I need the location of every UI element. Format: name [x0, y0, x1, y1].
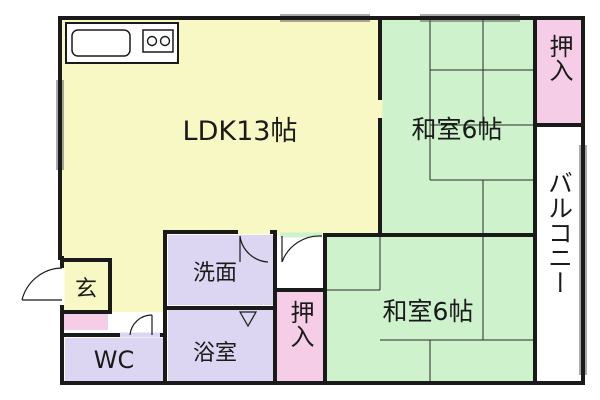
genkan-step: [62, 312, 108, 330]
senmen-area: [168, 235, 273, 305]
walls: [58, 16, 585, 385]
wc-label: WC: [94, 346, 135, 374]
yokushitsu-label: 浴室: [193, 341, 237, 366]
oshiire-lower-label: 押入: [286, 300, 314, 348]
door-swing-icon: [21, 235, 323, 336]
oshiire-lower-area: [275, 290, 325, 383]
yokushitsu-area: [168, 310, 273, 383]
door-openings: [59, 100, 383, 338]
washitsu-lower-label: 和室6帖: [383, 297, 474, 326]
ldk-area: [60, 18, 380, 312]
wc-area: [65, 338, 165, 383]
window-marks: [56, 14, 587, 375]
oshiire-upper-label: 押入: [545, 34, 573, 82]
balcony-label: バルコニー: [545, 170, 574, 295]
washitsu-upper-label: 和室6帖: [412, 115, 503, 144]
gas-stove-icon: [142, 29, 174, 53]
senmen-label: 洗面: [193, 261, 237, 286]
washitsu-upper-area: [380, 18, 535, 235]
genkan-label: 玄: [75, 277, 97, 302]
ldk-label: LDK13帖: [183, 116, 298, 147]
tatami-lines-upper: [429, 18, 535, 235]
balcony-area: [535, 125, 583, 383]
oshiire-upper-area: [535, 18, 583, 125]
tatami-lines-lower: [325, 235, 535, 383]
genkan-area: [62, 262, 108, 310]
